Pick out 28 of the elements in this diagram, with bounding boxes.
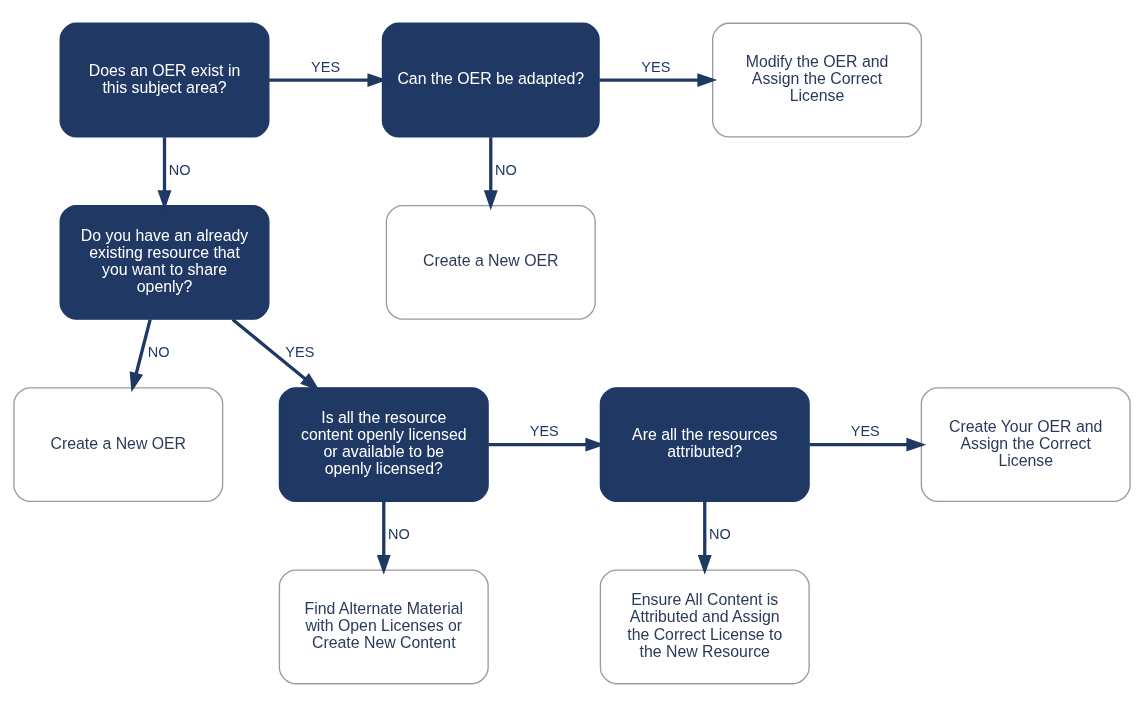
edge-label: YES — [529, 422, 559, 439]
arrow — [231, 317, 320, 391]
node-box: Create Your OER and Assign the Correct License — [920, 386, 1131, 502]
node-box: Create a New OER — [385, 204, 596, 320]
node-box: Modify the OER and Assign the Correct License — [712, 22, 923, 138]
edge-label: NO — [495, 161, 517, 178]
node-box: Create a New OER — [13, 386, 224, 502]
node-box: Is all the resource content openly licensed or available to be openly licensed? — [278, 386, 489, 502]
edge-label: NO — [709, 525, 731, 542]
node-box: Are all the resources attributed? — [599, 386, 810, 502]
node-box: Does an OER exist in this subject area? — [59, 22, 270, 138]
edge-label: NO — [147, 343, 170, 360]
arrow — [483, 136, 498, 210]
arrow — [129, 318, 152, 392]
arrow — [809, 437, 927, 452]
node-box: Can the OER be adapted? — [381, 22, 600, 138]
edge-label: YES — [285, 343, 315, 360]
arrow — [376, 501, 391, 575]
edge-label: NO — [168, 161, 191, 178]
node-box: Ensure All Content is Attributed and Assign the Correct License to the New Resource — [599, 568, 810, 684]
node-box: Find Alternate Material with Open Licenses or Create New Content — [278, 568, 489, 684]
node-box: Do you have an already existing resource that you want to share openly? — [59, 204, 270, 320]
edge-label: YES — [641, 58, 671, 75]
arrow — [697, 501, 712, 575]
edge-label: YES — [311, 58, 341, 75]
edge-label: YES — [850, 422, 880, 439]
arrow — [599, 72, 718, 87]
edge-label: NO — [388, 525, 410, 542]
